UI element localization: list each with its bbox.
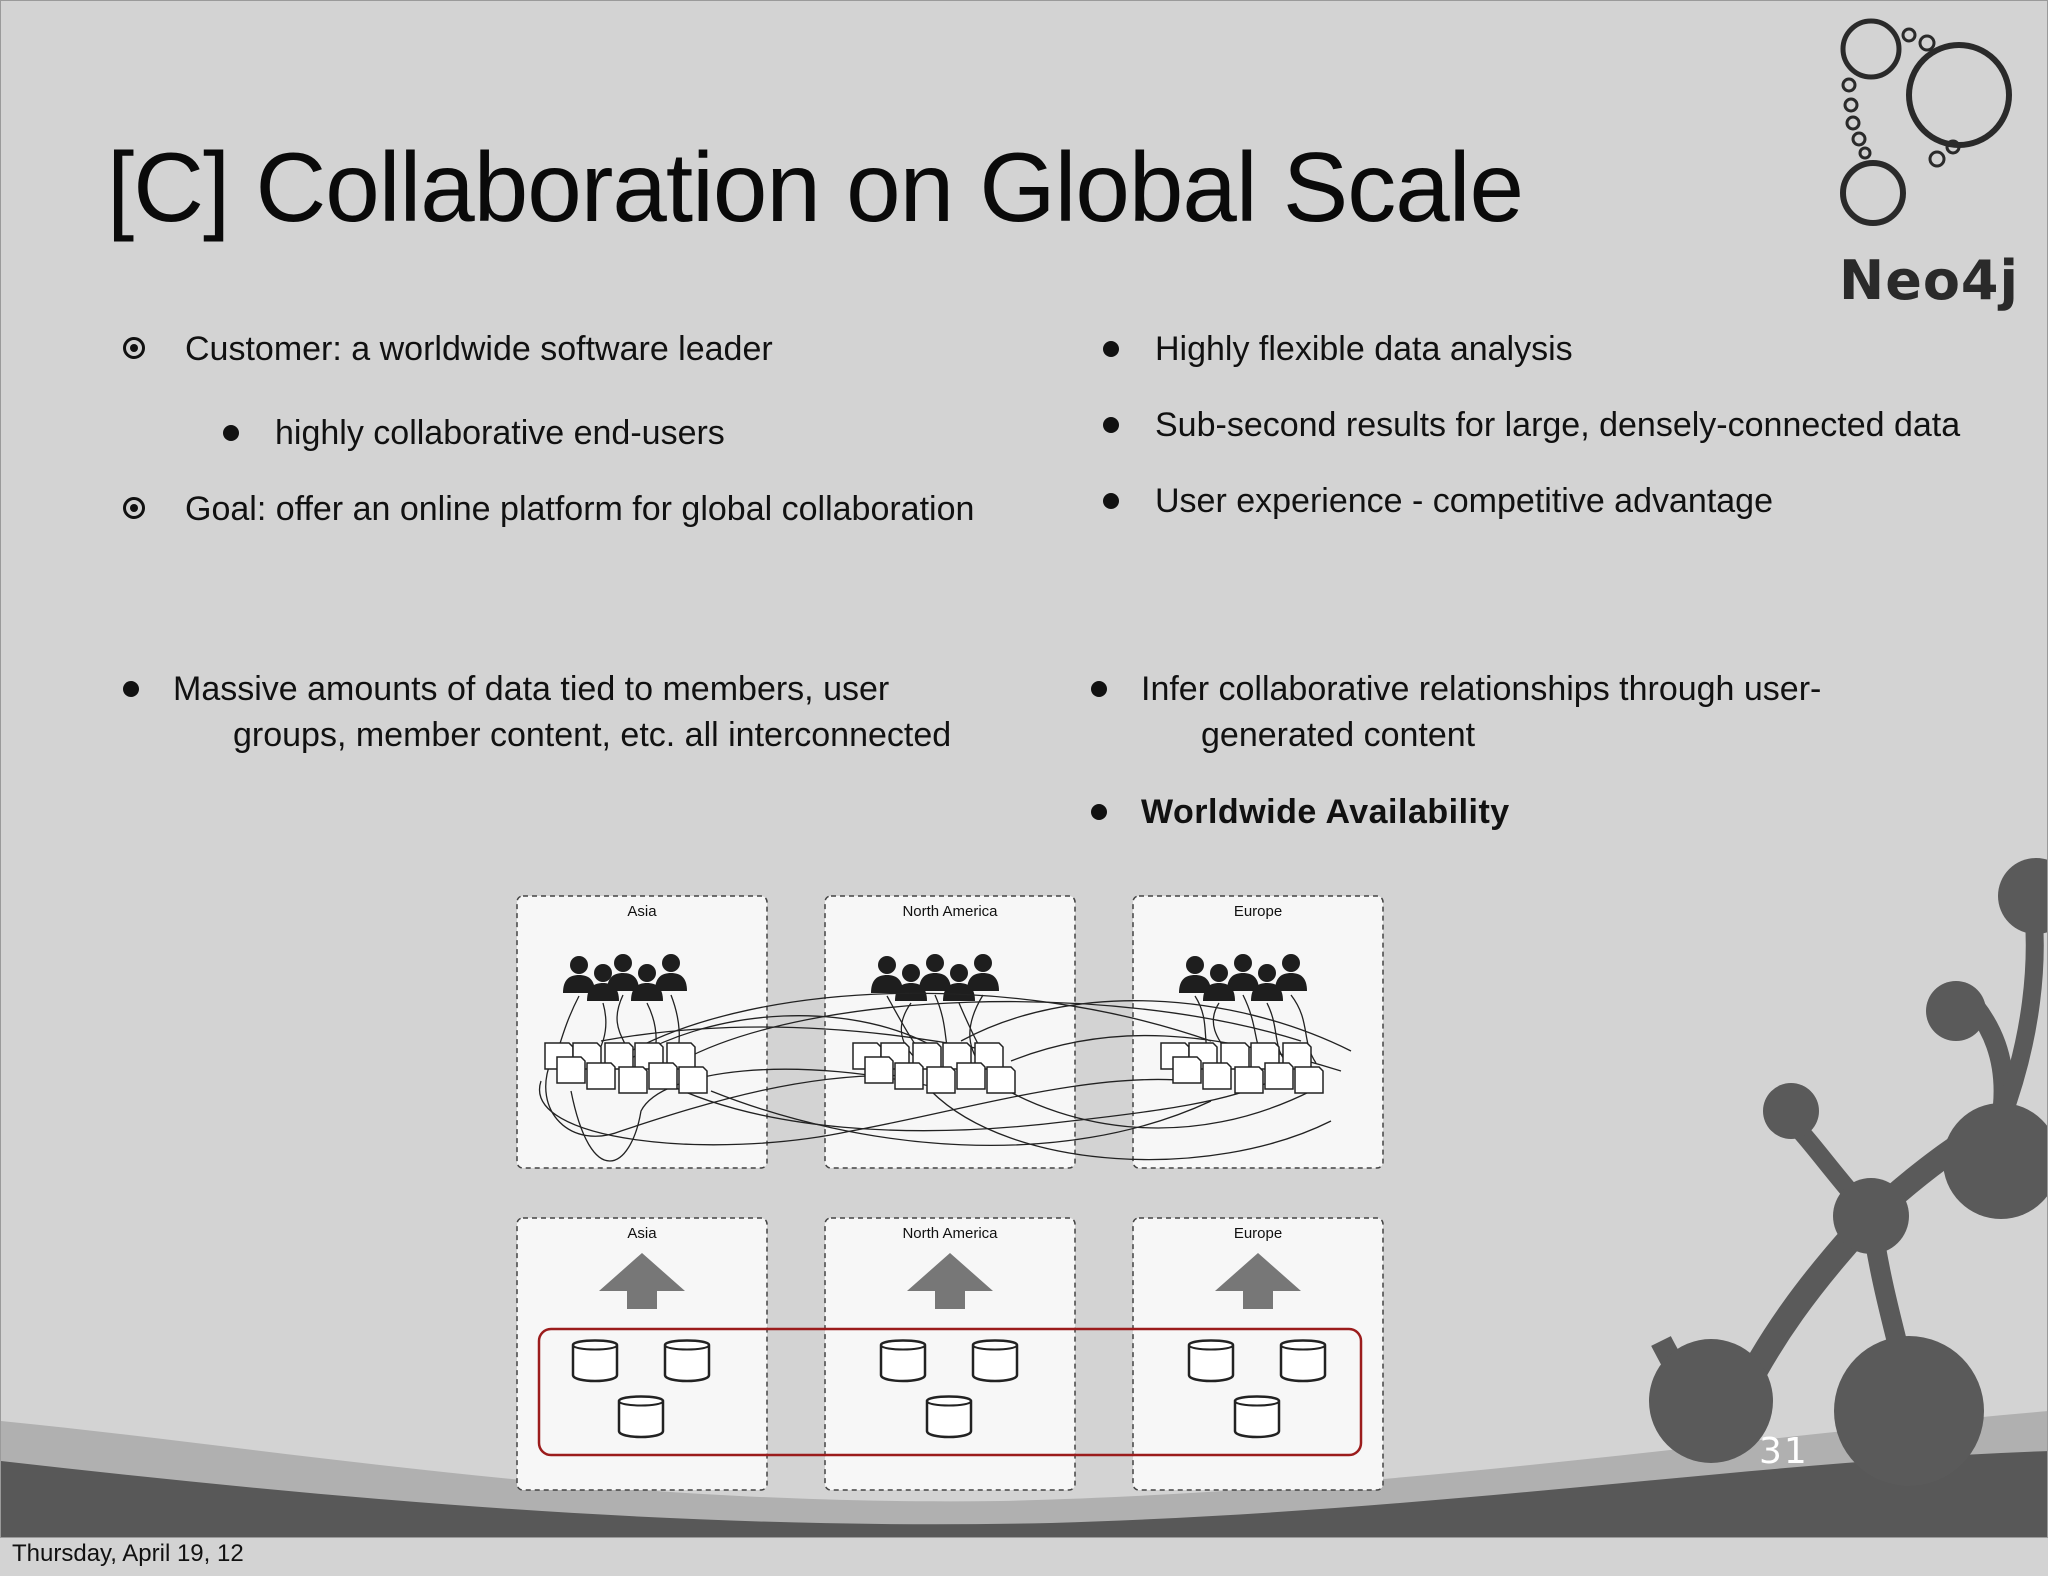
region-label-na-top: North America: [902, 903, 998, 920]
footer-date: Thursday, April 19, 12: [12, 1540, 244, 1567]
bullet-dot-icon: [1103, 493, 1119, 509]
bullet-line-2: generated content: [1201, 716, 1476, 754]
bullet-text: Sub-second results for large, densely-co…: [1155, 406, 1961, 444]
up-arrow-icon: [1215, 1253, 1301, 1309]
region-label-europe-top: Europe: [1234, 903, 1282, 920]
bullet-text: Goal: offer an online platform for globa…: [185, 490, 975, 528]
page-number: 31: [1759, 1431, 1809, 1472]
region-box-asia-bottom: [516, 1217, 768, 1491]
bullet-dot-icon: [1103, 341, 1119, 357]
replication-cluster-outline: [537, 1327, 1363, 1457]
slide-title: [C] Collaboration on Global Scale: [107, 132, 1524, 242]
bullet-text: highly collaborative end-users: [275, 414, 725, 452]
bullet-dot-icon: [1091, 681, 1107, 697]
bottom-wave-dark: [1, 1451, 2047, 1537]
bullet-dot-icon: [1091, 804, 1107, 820]
bullet-line-1: Infer collaborative relationships throug…: [1141, 670, 1822, 708]
bullet-text-block: Infer collaborative relationships throug…: [1141, 666, 1821, 758]
region-box-europe-bottom: [1132, 1217, 1384, 1491]
bullet-text: Worldwide Availability: [1141, 793, 1510, 831]
up-arrow-icon: [907, 1253, 993, 1309]
bullet-dot-icon: [223, 425, 239, 441]
bullet-dot-icon: [1103, 417, 1119, 433]
region-label-asia-top: Asia: [627, 903, 657, 920]
region-box-asia-top: [516, 895, 768, 1169]
document-icons: [544, 1042, 1324, 1094]
up-arrow-icons: [599, 1253, 1301, 1309]
neo4j-logo: [1840, 18, 2012, 226]
bullet-text: Customer: a worldwide software leader: [185, 330, 773, 368]
bullet-line-2: groups, member content, etc. all interco…: [233, 716, 952, 754]
architecture-diagram: Asia North America Europe Asia North Ame…: [516, 895, 1384, 1491]
bullet-text-block: Massive amounts of data tied to members,…: [173, 666, 951, 758]
molecule-decoration: [1649, 858, 2047, 1486]
bullet-target-icon: [123, 337, 145, 359]
region-label-europe-bottom: Europe: [1234, 1225, 1282, 1242]
logo-text: Neo4j: [1839, 249, 2019, 312]
region-label-asia-bottom: Asia: [627, 1225, 657, 1242]
background-decoration: [1, 858, 2047, 1537]
region-label-na-bottom: North America: [902, 1225, 998, 1242]
slide: [C] Collaboration on Global Scale Neo4j …: [0, 0, 2048, 1538]
bullet-text: Highly flexible data analysis: [1155, 330, 1573, 368]
bullet-line-1: Massive amounts of data tied to members,…: [173, 670, 890, 708]
up-arrow-icon: [599, 1253, 685, 1309]
bullet-dot-icon: [123, 681, 139, 697]
bullet-target-icon: [123, 497, 145, 519]
region-box-na-bottom: [824, 1217, 1076, 1491]
bullet-text: User experience - competitive advantage: [1155, 482, 1773, 520]
